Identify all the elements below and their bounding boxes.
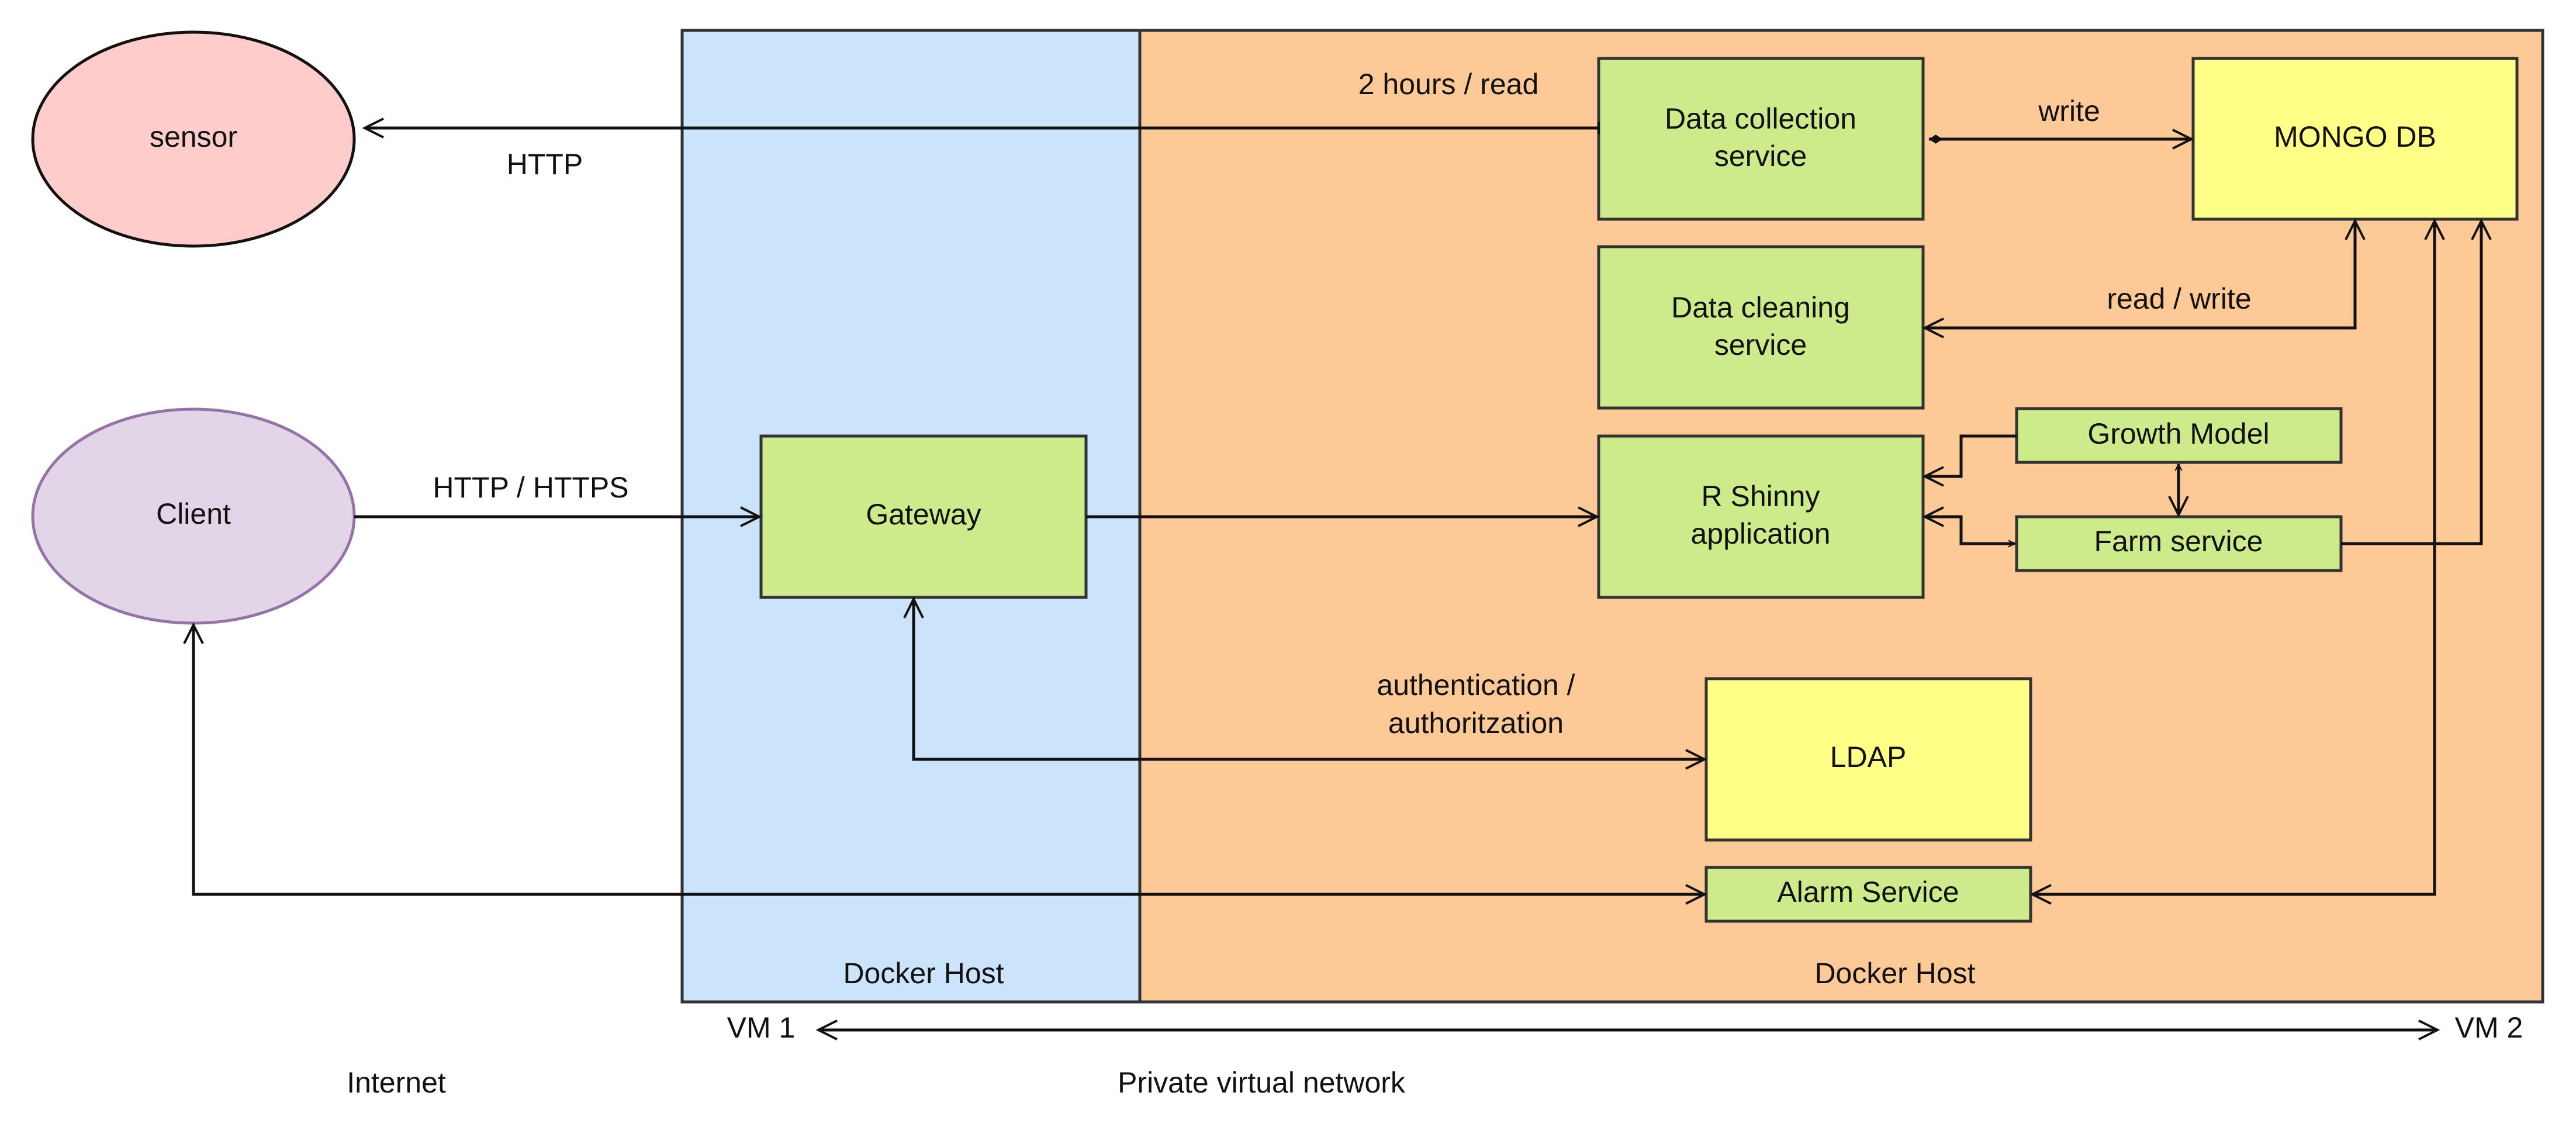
ldap-label: LDAP (1830, 741, 1907, 773)
sensor-label: sensor (150, 120, 237, 153)
edge-alarm-mongo (2032, 221, 2435, 894)
edge-alarm-client (193, 625, 1704, 894)
vm2-docker-host-label: Docker Host (1814, 957, 1975, 990)
mongo-db-label: MONGO DB (2274, 120, 2436, 153)
vm1-docker-host-label: Docker Host (843, 957, 1004, 990)
vm2-label: VM 2 (2455, 1011, 2523, 1044)
data-cleaning-node (1597, 245, 1925, 410)
growth-model-label: Growth Model (2087, 417, 2269, 450)
edge-label-auth-line2: authoritzation (1388, 707, 1564, 739)
data-collection-label-line1: Data collection (1665, 102, 1856, 135)
edge-label-write: write (2038, 95, 2100, 127)
edge-label-auth-line1: authentication / (1377, 669, 1575, 701)
edge-farm-rshiny (1925, 517, 2015, 544)
gateway-node (759, 434, 1088, 599)
farm-service-label: Farm service (2094, 525, 2263, 558)
edge-gateway-ldap (914, 599, 1704, 759)
edge-label-client-http: HTTP / HTTPS (433, 471, 628, 504)
sensor-node (31, 30, 356, 248)
internet-label: Internet (347, 1066, 446, 1099)
r-shiny-label-line1: R Shinny (1702, 480, 1820, 513)
edge-label-read-write: read / write (2107, 282, 2251, 315)
data-cleaning-label-line1: Data cleaning (1671, 291, 1850, 324)
r-shiny-node (1597, 434, 1925, 599)
gateway-label: Gateway (866, 498, 981, 531)
alarm-service-label: Alarm Service (1777, 876, 1959, 908)
client-label: Client (156, 497, 231, 530)
data-collection-label-line2: service (1714, 140, 1807, 172)
r-shiny-label-line2: application (1690, 517, 1830, 550)
data-collection-node (1597, 57, 1925, 221)
edge-growth-to-rshiny (1925, 434, 2017, 476)
vm1-label: VM 1 (727, 1011, 796, 1044)
edge-label-http: HTTP (507, 148, 583, 181)
edge-label-collection-interval: 2 hours / read (1358, 68, 1539, 101)
data-cleaning-label-line2: service (1714, 329, 1807, 361)
private-network-label: Private virtual network (1118, 1066, 1406, 1099)
